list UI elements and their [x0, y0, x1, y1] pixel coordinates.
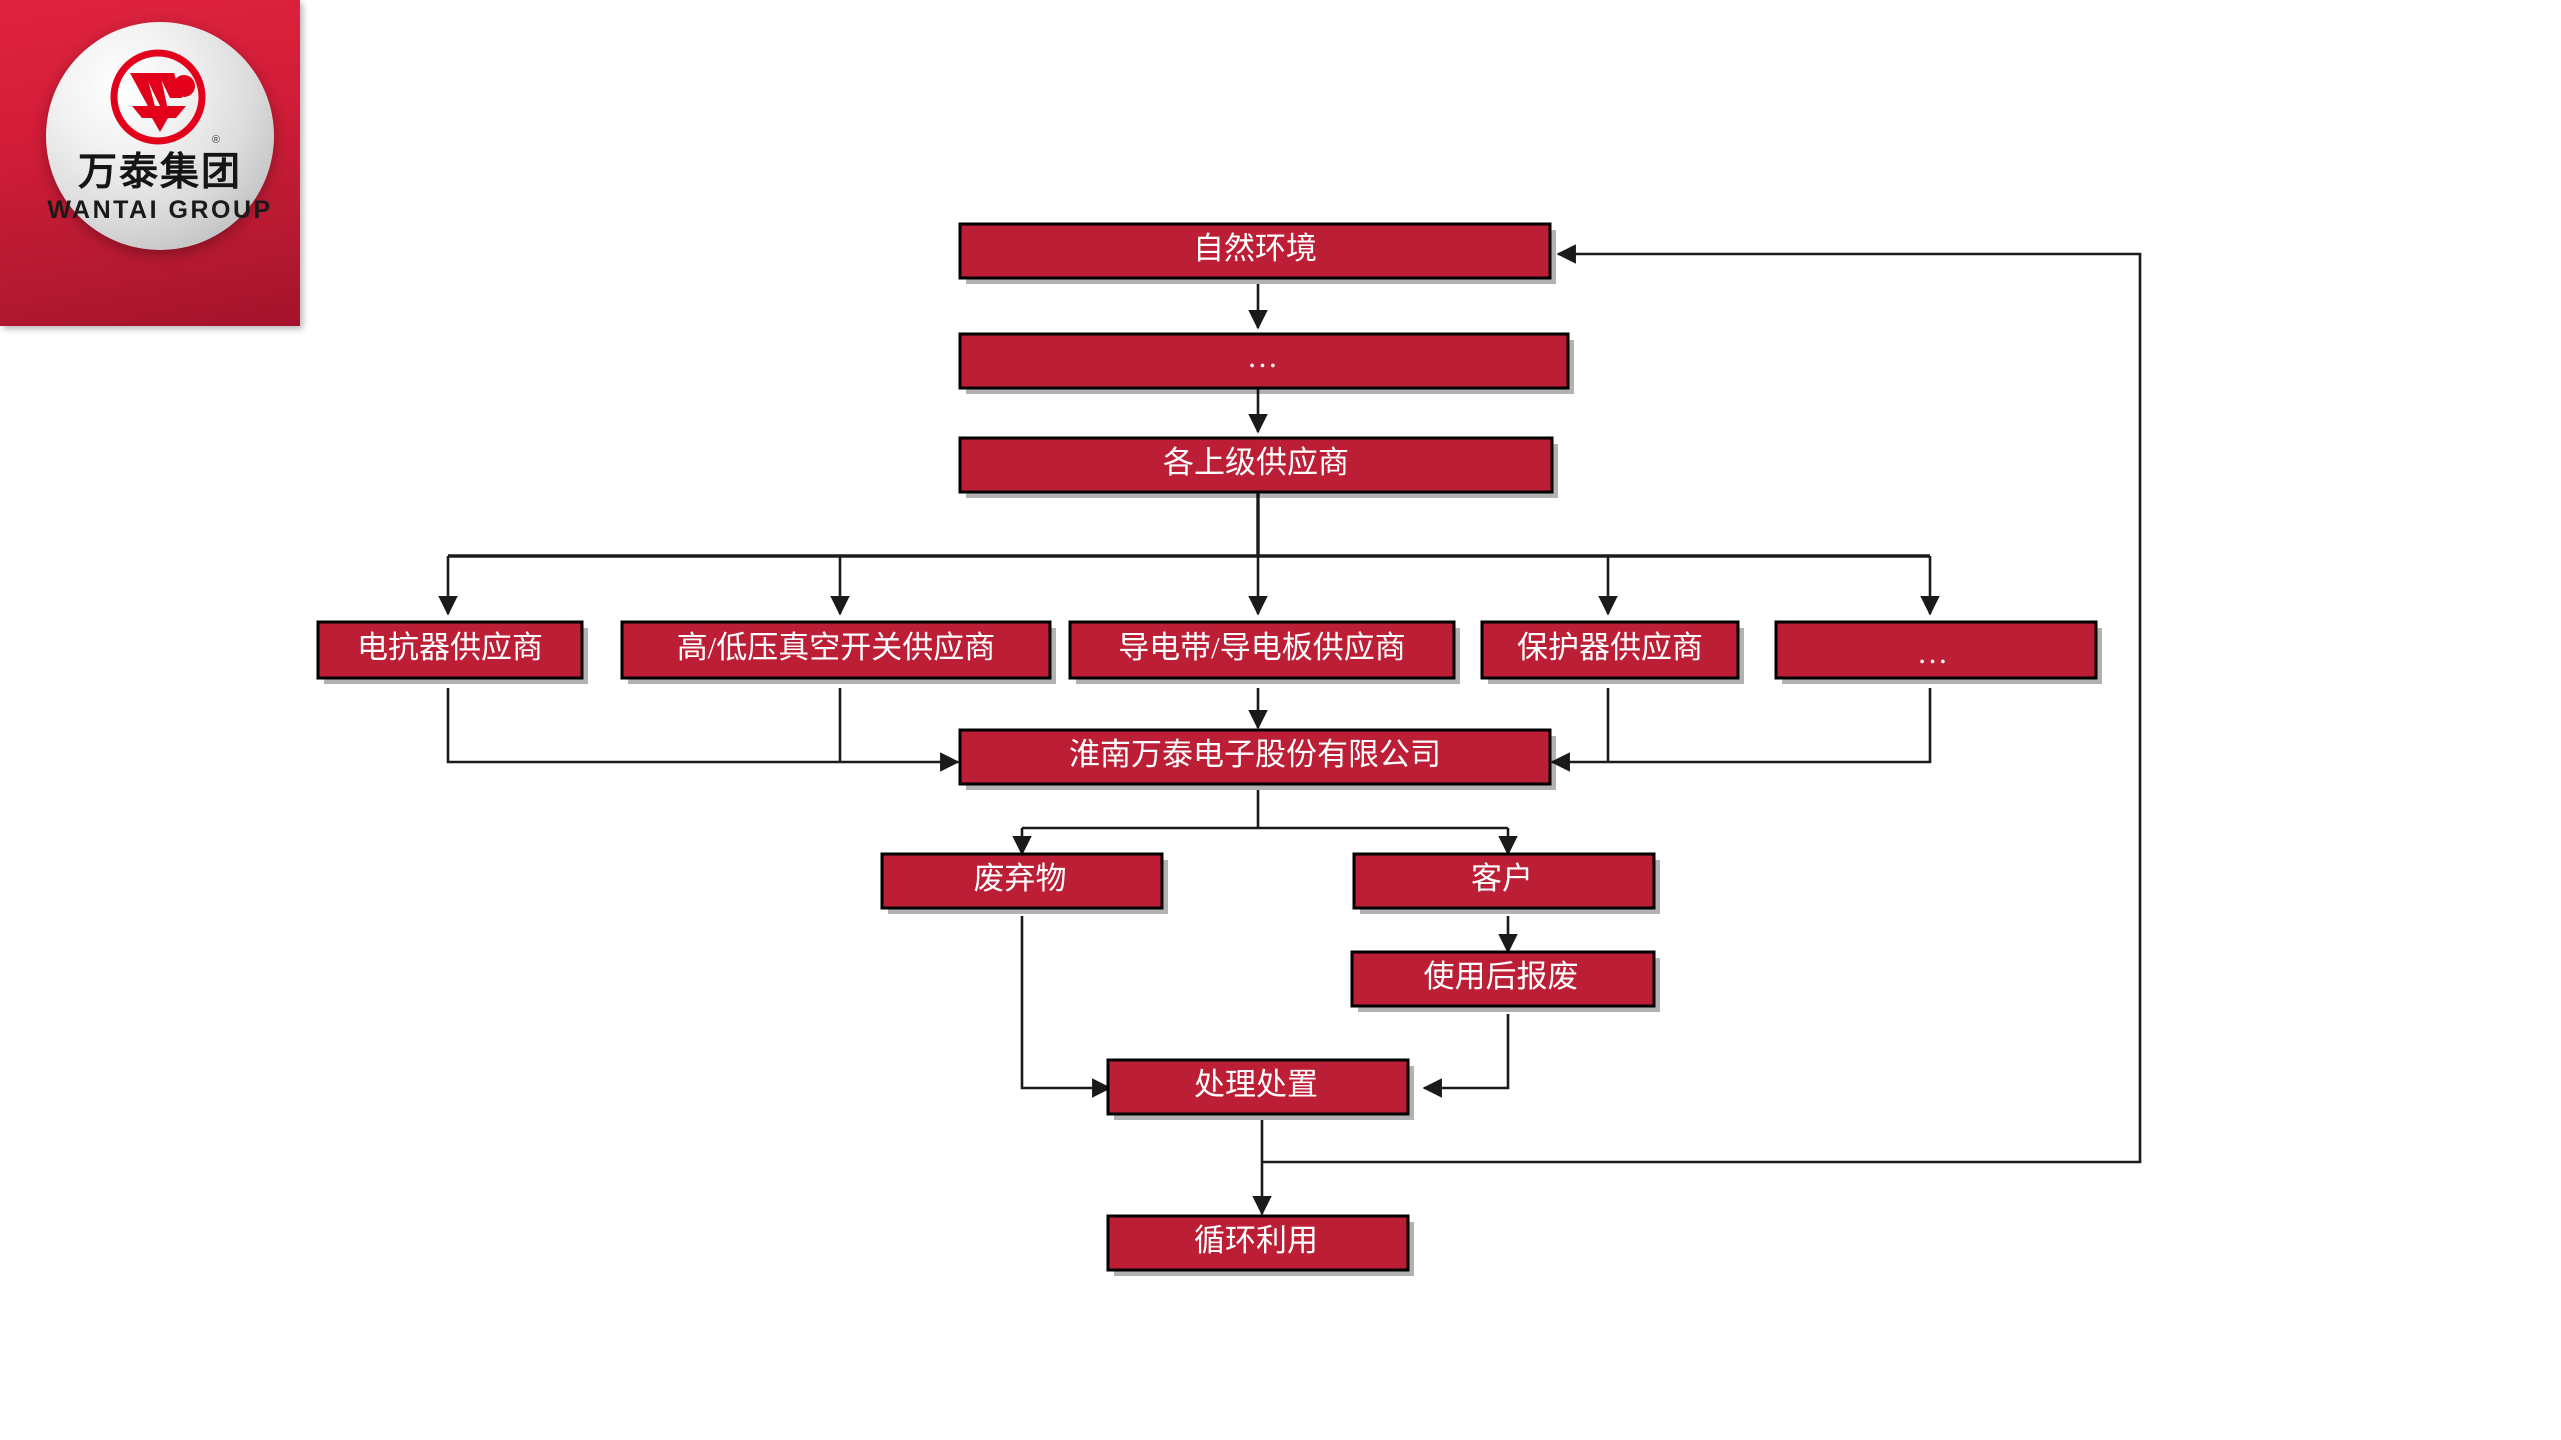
node-supplier-conductive-label: 导电带/导电板供应商 [1118, 630, 1406, 665]
brand-chinese-name: 万泰集团 [77, 150, 242, 195]
node-layer: 自然环境 … 各上级供应商 电抗器供应商 高/低压真空开关供应商 [316, 222, 2102, 1276]
node-environment-label: 自然环境 [1193, 231, 1317, 266]
node-company[interactable]: 淮南万泰电子股份有限公司 [958, 728, 1556, 790]
node-scrapped-after-use[interactable]: 使用后报废 [1350, 950, 1660, 1012]
node-company-label: 淮南万泰电子股份有限公司 [1069, 737, 1441, 772]
edge-scrapped-to-treatment [1422, 1014, 1510, 1098]
node-supplier-protector[interactable]: 保护器供应商 [1480, 620, 1744, 684]
node-waste[interactable]: 废弃物 [880, 852, 1168, 914]
node-supplier-conductive[interactable]: 导电带/导电板供应商 [1068, 620, 1460, 684]
node-upstream-ellipsis-label: … [1247, 339, 1281, 374]
node-supplier-vacuum-switch[interactable]: 高/低压真空开关供应商 [620, 620, 1056, 684]
brand-panel: ® 万泰集团 WANTAI GROUP [0, 0, 300, 326]
node-supplier-vacuum-switch-label: 高/低压真空开关供应商 [677, 630, 996, 665]
node-customer-label: 客户 [1471, 861, 1533, 896]
edge-supplier-reactor-to-company [446, 688, 960, 772]
node-environment[interactable]: 自然环境 [958, 222, 1556, 284]
node-supplier-reactor-label: 电抗器供应商 [357, 630, 543, 665]
node-customer[interactable]: 客户 [1352, 852, 1660, 914]
connector-layer [438, 244, 2142, 1216]
node-supplier-reactor[interactable]: 电抗器供应商 [316, 620, 588, 684]
node-supplier-protector-label: 保护器供应商 [1517, 630, 1703, 665]
edge-treatment-to-environment-feedback [1262, 244, 2142, 1164]
node-treatment-disposal[interactable]: 处理处置 [1106, 1058, 1414, 1120]
node-recycling[interactable]: 循环利用 [1106, 1214, 1414, 1276]
wantai-w-mark-icon: ® [106, 48, 220, 152]
brand-english-name: WANTAI GROUP [47, 196, 273, 224]
node-upper-suppliers[interactable]: 各上级供应商 [958, 436, 1558, 498]
node-upstream-ellipsis[interactable]: … [958, 332, 1574, 394]
node-recycling-label: 循环利用 [1194, 1223, 1318, 1258]
node-treatment-disposal-label: 处理处置 [1194, 1067, 1318, 1102]
brand-logo-sphere: ® 万泰集团 WANTAI GROUP [46, 22, 274, 250]
edge-waste-to-treatment [1020, 916, 1112, 1098]
node-waste-label: 废弃物 [974, 861, 1067, 896]
node-supplier-ellipsis[interactable]: … [1774, 620, 2102, 684]
edge-supplier-ellipsis-to-company [1550, 688, 1932, 772]
node-scrapped-after-use-label: 使用后报废 [1424, 959, 1579, 994]
node-upper-suppliers-label: 各上级供应商 [1163, 445, 1349, 480]
node-supplier-ellipsis-label: … [1917, 635, 1951, 670]
registered-trademark-icon: ® [211, 134, 220, 146]
